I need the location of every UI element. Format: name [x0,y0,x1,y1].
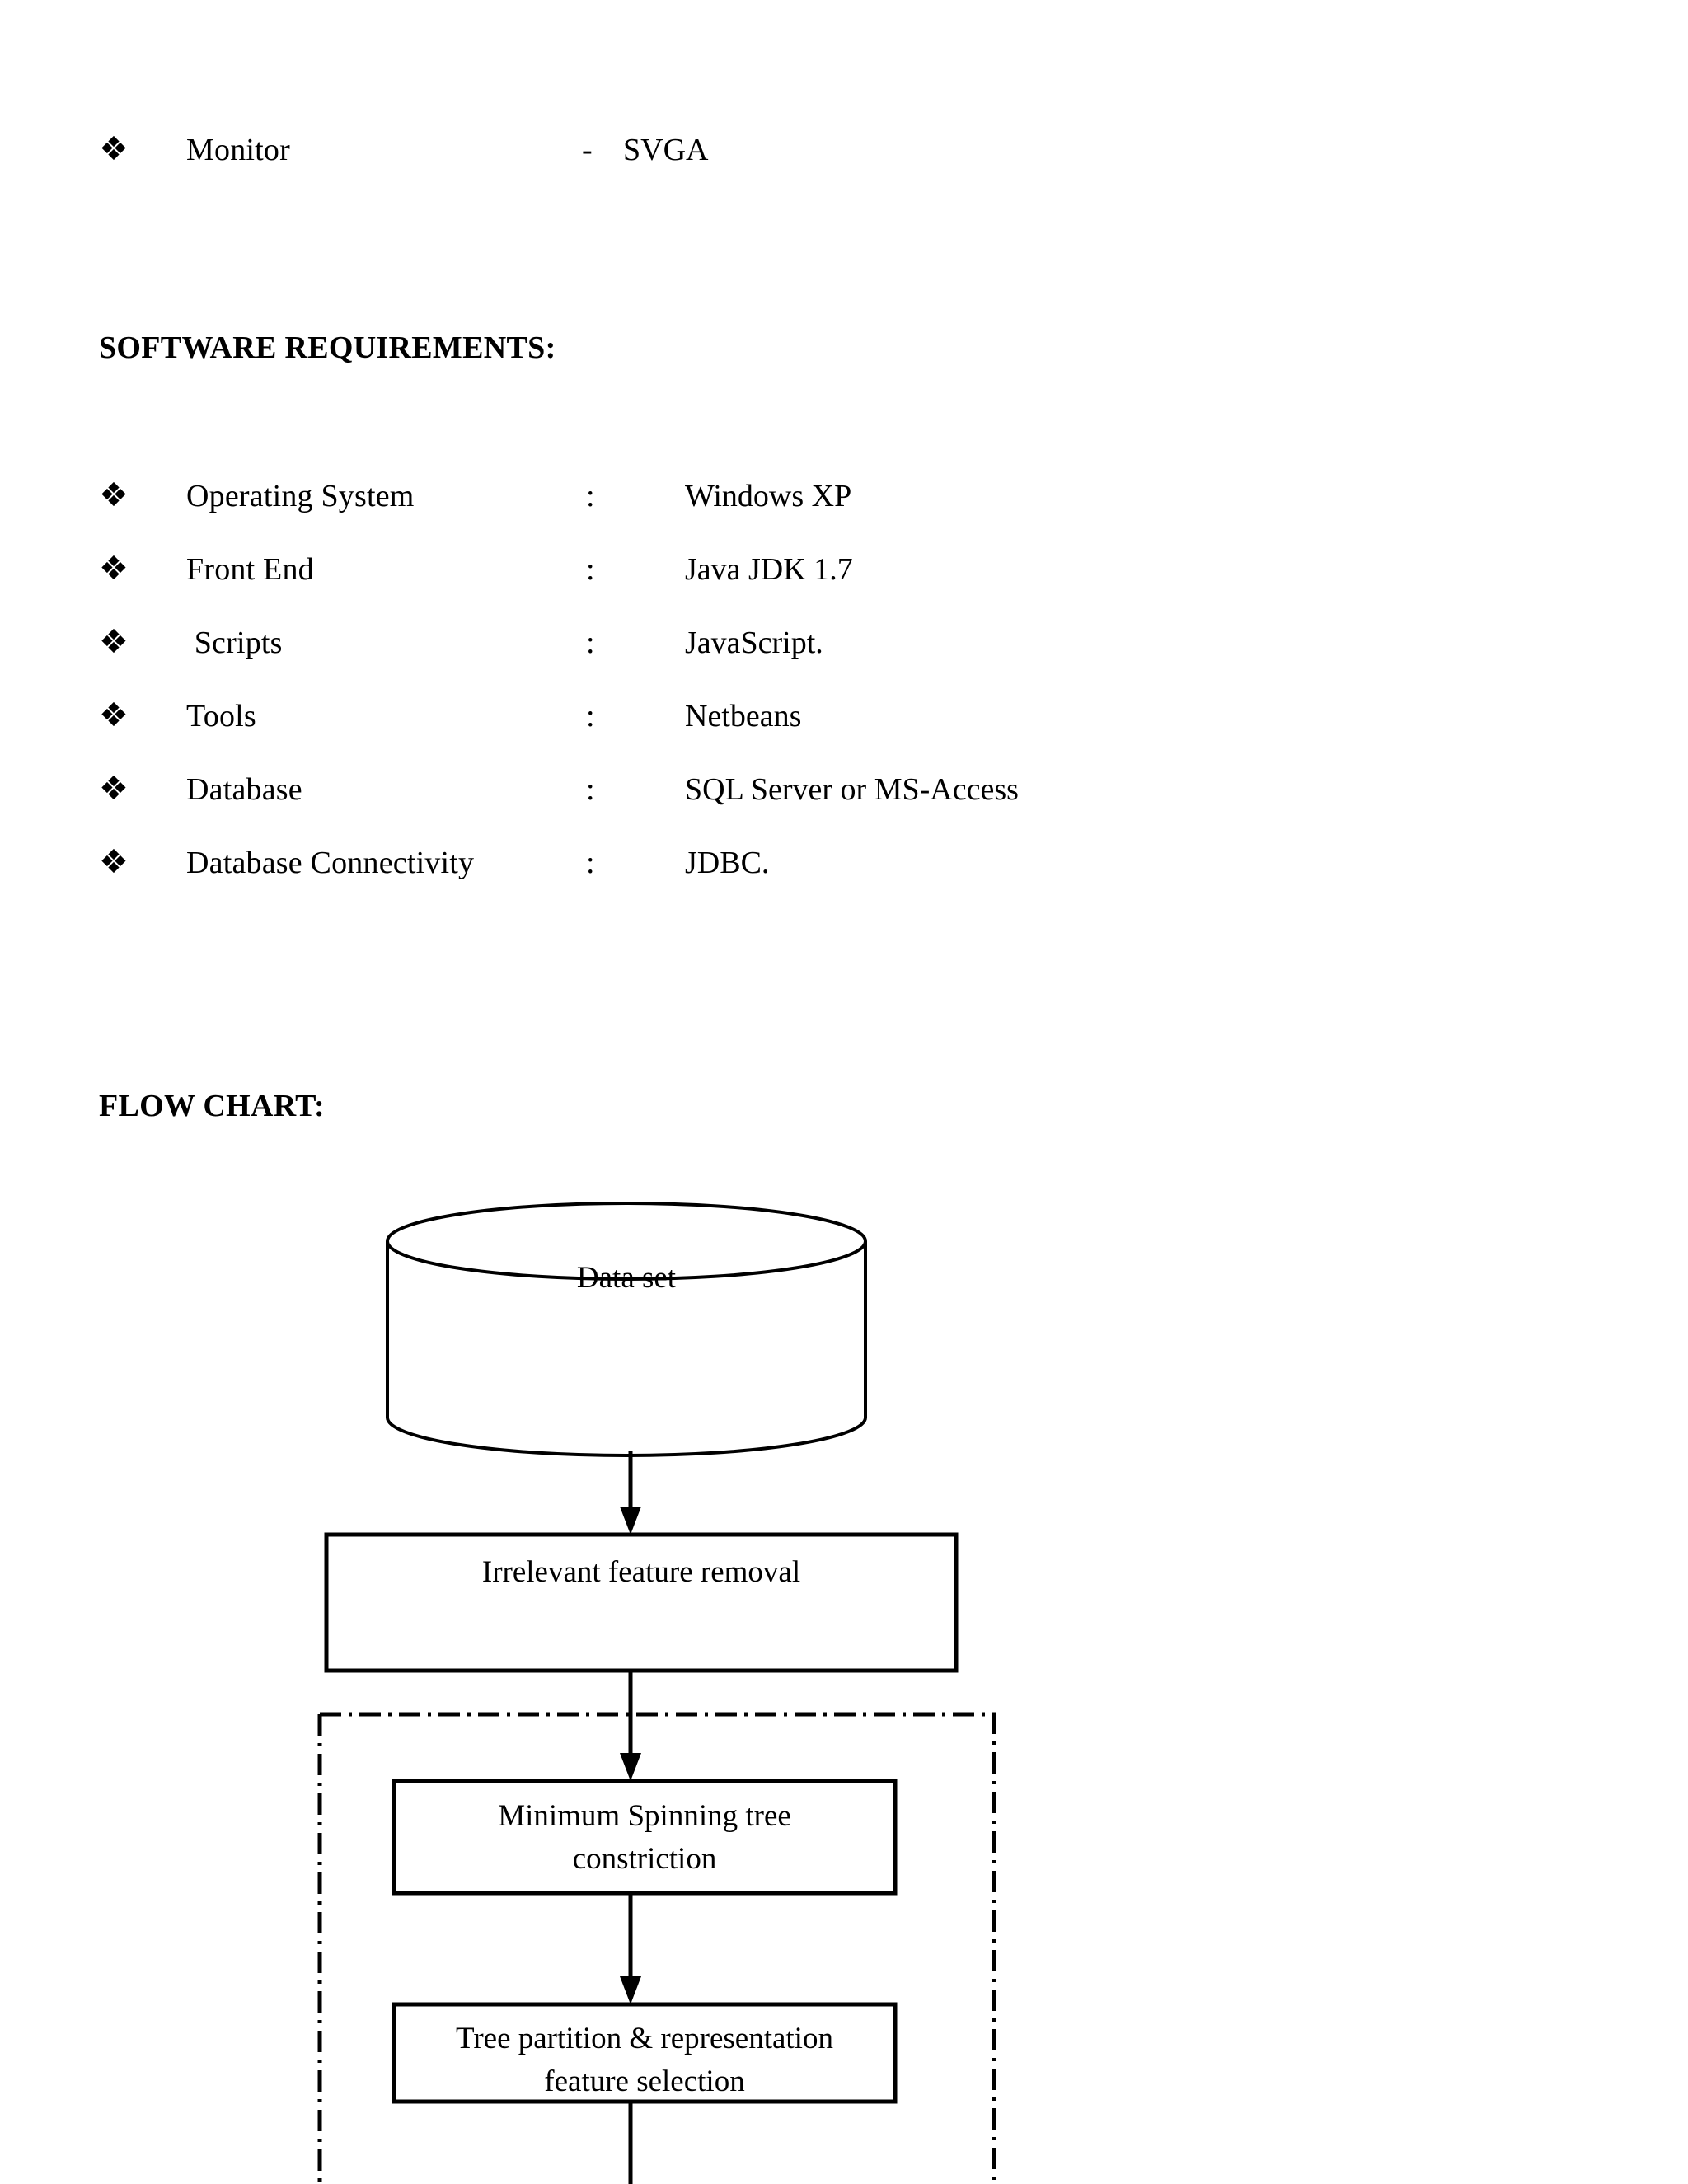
hardware-requirement-separator: - [582,133,593,167]
tree-partition-feature-selection-label: Tree partition & representation feature … [456,2022,833,2098]
software-requirement-label: Scripts [186,626,283,660]
software-requirement-value: Windows XP [685,479,852,513]
flow-chart-canvas [317,1202,996,2184]
software-requirement-separator: : [586,626,595,660]
hardware-requirement-value: SVGA [623,133,709,167]
diamond-bullet-icon: ❖ [99,476,129,514]
arrow-irrelevant-removal-to-mst [620,1671,641,1781]
software-requirement-label: Front End [186,552,314,587]
diamond-bullet-icon: ❖ [99,696,129,734]
minimum-spinning-tree-constriction-box [392,1779,898,1896]
software-requirement-value: Java JDK 1.7 [685,552,853,587]
diamond-bullet-icon: ❖ [99,770,129,808]
hardware-requirement-row: ❖ Monitor - SVGA [99,132,708,168]
tree-partition-feature-selection-box [392,2002,898,2104]
software-requirement-separator: : [586,479,595,513]
software-requirement-row: ❖ Scripts : JavaScript. [99,625,823,661]
flow-chart-heading: FLOW CHART: [99,1089,325,1123]
software-requirement-value: JavaScript. [685,626,823,660]
software-requirement-row: ❖ Database : SQL Server or MS-Access [99,771,1019,808]
arrow-dataset-to-irrelevant-removal [620,1451,641,1535]
minimum-spinning-tree-constriction-label: Minimum Spinning tree constriction [498,1799,791,1876]
software-requirement-value: SQL Server or MS-Access [685,772,1019,807]
hardware-requirement-label: Monitor [186,133,290,167]
data-set-label: Data set [576,1261,677,1295]
feature-subset-selection-group-border [317,1712,996,2184]
irrelevant-feature-removal-label: Irrelevant feature removal [481,1555,801,1589]
diamond-bullet-icon: ❖ [99,130,129,168]
software-requirement-separator: : [586,772,595,807]
flow-chart-diagram: Data set Irrelevant feature removal Mini… [0,1179,1688,2184]
software-requirement-label: Database [186,772,302,807]
diamond-bullet-icon: ❖ [99,843,129,881]
software-requirement-separator: : [586,699,595,733]
irrelevant-feature-removal-box [324,1532,959,1673]
software-requirement-separator: : [586,552,595,587]
software-requirement-label: Operating System [186,479,415,513]
software-requirement-label: Tools [186,699,256,733]
software-requirements-heading: SOFTWARE REQUIREMENTS: [99,330,556,365]
diamond-bullet-icon: ❖ [99,550,129,588]
arrow-mst-to-tree-partition [620,1893,641,2004]
software-requirement-row: ❖ Database Connectivity : JDBC. [99,845,769,881]
diamond-bullet-icon: ❖ [99,623,129,661]
data-set-cylinder-shape [386,1202,867,1457]
software-requirement-value: Netbeans [685,699,802,733]
software-requirement-row: ❖ Front End : Java JDK 1.7 [99,551,853,588]
software-requirement-row: ❖ Operating System : Windows XP [99,478,851,514]
software-requirement-separator: : [586,846,595,880]
software-requirement-label: Database Connectivity [186,846,475,880]
software-requirement-value: JDBC. [685,846,770,880]
software-requirement-row: ❖ Tools : Netbeans [99,698,801,734]
